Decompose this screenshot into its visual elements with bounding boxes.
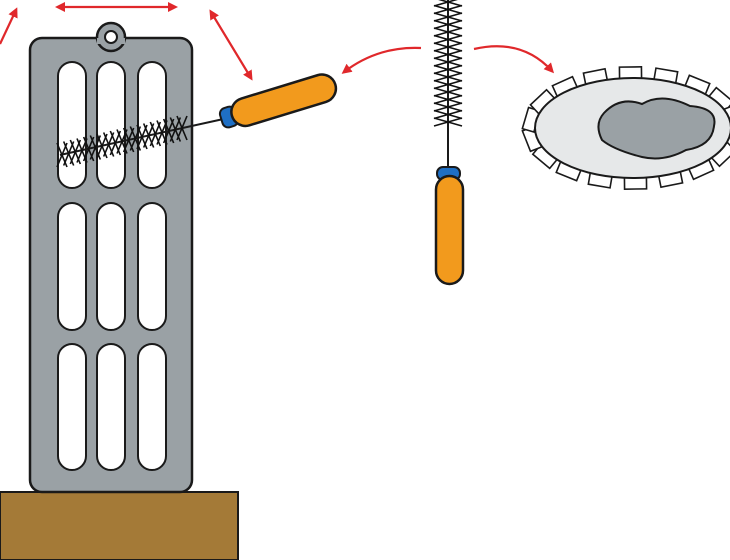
grate-slot	[137, 202, 167, 331]
bristle	[176, 115, 188, 141]
brush-bristles	[56, 115, 188, 168]
bristle	[433, 0, 458, 7]
motion-arrows	[0, 2, 555, 81]
grate-slot	[96, 202, 126, 331]
bottle-brush-standalone	[433, 0, 465, 286]
radiator-grate	[28, 21, 194, 494]
bristle	[433, 79, 463, 90]
bristle	[433, 94, 463, 105]
grate-slot	[96, 61, 126, 189]
brush-handle	[434, 174, 465, 286]
arrow-diagonal	[209, 9, 253, 81]
bristle	[433, 12, 463, 22]
bristle	[433, 57, 463, 67]
bristle	[433, 72, 463, 82]
bristle	[433, 64, 463, 75]
dish-deposit	[597, 97, 716, 160]
grate-slot	[57, 61, 87, 189]
bristle	[433, 117, 463, 127]
grate-hanging-hole	[104, 30, 118, 44]
sample-dish	[521, 66, 730, 190]
grate-slot	[137, 343, 167, 471]
grate-slots	[57, 61, 167, 471]
wooden-base	[0, 491, 239, 560]
grate-slot	[57, 202, 87, 331]
bristle	[433, 27, 463, 37]
bristle	[433, 109, 463, 120]
brush-handle	[230, 73, 338, 128]
arrow-left-edge	[0, 7, 18, 45]
arrow-curved-right	[473, 45, 555, 74]
grate-slot	[96, 343, 126, 471]
bristle	[433, 19, 463, 30]
bristle	[433, 42, 463, 52]
grate-slot	[57, 343, 87, 471]
bristle	[433, 4, 463, 15]
bristle	[433, 34, 463, 45]
brush-bristles	[433, 0, 463, 127]
bottle-brush-in-use	[56, 73, 338, 168]
bristle	[433, 87, 463, 97]
bristle	[433, 102, 463, 112]
bristle	[433, 49, 463, 60]
arrow-curved-left	[341, 46, 422, 74]
